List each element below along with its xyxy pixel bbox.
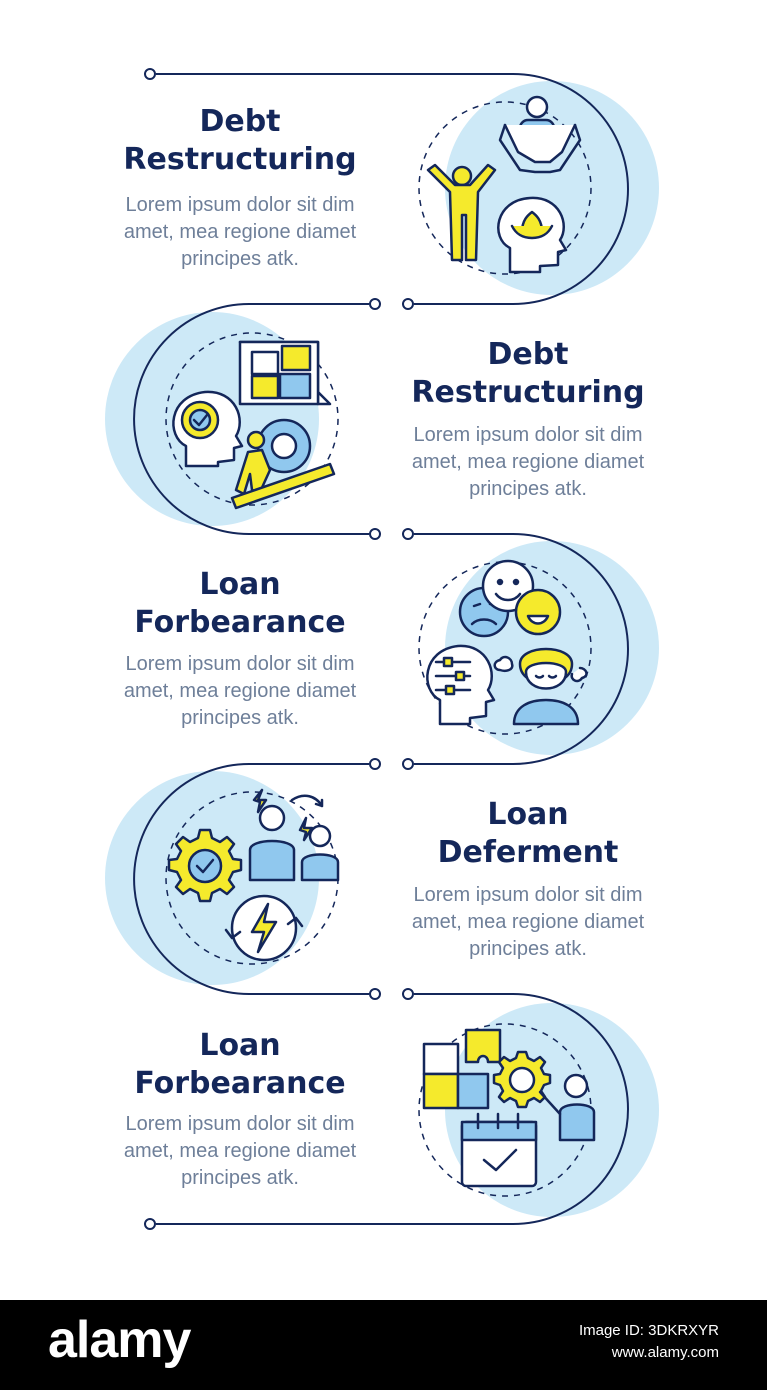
- problem-solving-icon: [172, 340, 336, 510]
- watermark-footer: alamy Image ID: 3DKRXYR www.alamy.com: [0, 1300, 767, 1390]
- step-3-title-line2: Forbearance: [134, 605, 346, 640]
- step-5-title-line2: Forbearance: [134, 1066, 346, 1101]
- connector-1: [156, 73, 629, 305]
- step-3-title: Loan Forbearance: [90, 566, 390, 642]
- step-2-title-line1: Debt: [487, 337, 569, 372]
- emotions-icon: [426, 559, 588, 726]
- node-dot: [402, 298, 414, 310]
- node-dot: [402, 528, 414, 540]
- connector-5: [156, 993, 629, 1225]
- step-5-title-line1: Loan: [199, 1028, 281, 1063]
- step-5-description: Lorem ipsum dolor sit dim amet, mea regi…: [123, 1113, 357, 1189]
- planning-puzzle-icon: [422, 1028, 596, 1188]
- node-dot: [369, 758, 381, 770]
- brand-logo: alamy: [48, 1311, 191, 1369]
- connector-2: [133, 303, 369, 535]
- connector-3: [414, 533, 629, 765]
- step-4-title: Loan Deferment: [378, 796, 678, 872]
- connector-4: [133, 763, 369, 995]
- step-4-title-line2: Deferment: [437, 835, 619, 870]
- node-dot: [369, 988, 381, 1000]
- image-id-block: Image ID: 3DKRXYR www.alamy.com: [579, 1320, 719, 1364]
- step-2-title: Debt Restructuring: [378, 336, 678, 412]
- people-support-icon: [426, 95, 582, 274]
- step-3-title-line1: Loan: [199, 567, 281, 602]
- step-1-title: Debt Restructuring: [90, 103, 390, 179]
- step-1-title-line2: Restructuring: [123, 142, 357, 177]
- node-dot: [144, 68, 156, 80]
- node-dot: [144, 1218, 156, 1230]
- node-dot: [369, 298, 381, 310]
- step-2-description: Lorem ipsum dolor sit dim amet, mea regi…: [411, 424, 645, 500]
- step-4-title-line1: Loan: [487, 797, 569, 832]
- step-1-title-line1: Debt: [199, 104, 281, 139]
- image-id: Image ID: 3DKRXYR: [578, 1322, 719, 1339]
- bg-circle-1: [445, 81, 659, 295]
- step-5-title: Loan Forbearance: [90, 1027, 390, 1103]
- step-2-title-line2: Restructuring: [411, 375, 645, 410]
- step-4-description: Lorem ipsum dolor sit dim amet, mea regi…: [411, 884, 645, 960]
- step-3-description: Lorem ipsum dolor sit dim amet, mea regi…: [123, 653, 357, 729]
- timeline-diagram: [105, 68, 659, 1230]
- node-dot: [402, 988, 414, 1000]
- teamwork-energy-icon: [167, 788, 340, 962]
- site-url: www.alamy.com: [611, 1344, 719, 1361]
- node-dot: [369, 528, 381, 540]
- node-dot: [402, 758, 414, 770]
- step-1-description: Lorem ipsum dolor sit dim amet, mea regi…: [123, 194, 357, 270]
